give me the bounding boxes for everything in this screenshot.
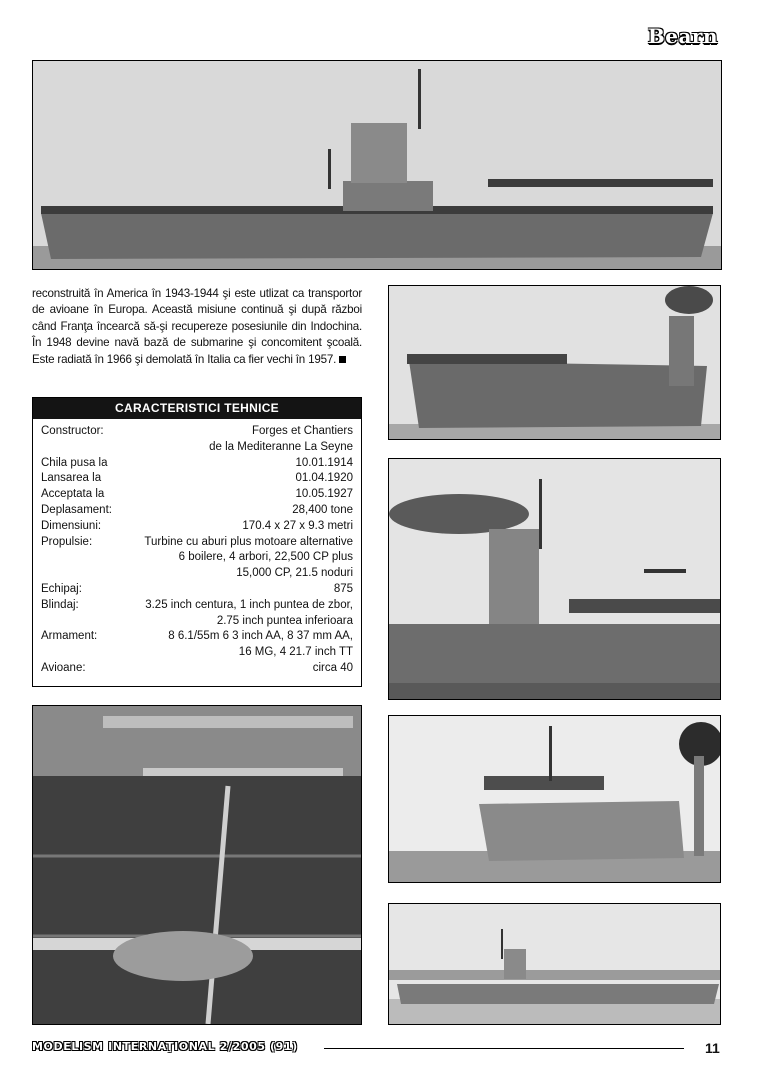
spec-value: Forges et Chantiers de la Mediteranne La… xyxy=(209,425,353,453)
spec-row: Blindaj: 3.25 inch centura, 1 inch puntea… xyxy=(41,598,353,630)
spec-value: 875 xyxy=(333,582,353,595)
spec-row: Echipaj: 875 xyxy=(41,582,353,598)
spec-label: Echipaj: xyxy=(41,582,82,595)
footer-rule xyxy=(324,1048,684,1049)
spec-row: Chila pusa la 10.01.1914 xyxy=(41,456,353,472)
spec-row: Dimensiuni: 170.4 x 27 x 9.3 metri xyxy=(41,519,353,535)
spec-row: Deplasament: 28,400 tone xyxy=(41,503,353,519)
spec-value: 10.05.1927 xyxy=(295,488,353,501)
spec-value: 170.4 x 27 x 9.3 metri xyxy=(242,519,353,532)
photo-carrier-distant-view xyxy=(388,903,721,1025)
intro-paragraph: reconstruită în America în 1943-1944 şi … xyxy=(32,287,362,366)
spec-value: 01.04.1920 xyxy=(295,472,353,485)
spec-row: Acceptata la 10.05.1927 xyxy=(41,487,353,503)
specs-title: CARACTERISTICI TEHNICE xyxy=(33,398,361,419)
photo-carrier-island-with-biplane xyxy=(388,458,721,700)
spec-label: Lansarea la xyxy=(41,472,102,485)
spec-label: Blindaj: xyxy=(41,598,79,611)
spec-row: Avioane: circa 40 xyxy=(41,661,353,677)
spec-label: Constructor: xyxy=(41,425,104,437)
spec-row: Armament: 8 6.1/55m 6 3 inch AA, 8 37 mm … xyxy=(41,629,353,661)
photo-carrier-side-view xyxy=(32,60,722,270)
specs-body: Constructor: Forges et Chantiers de la Me… xyxy=(33,419,361,677)
spec-label: Acceptata la xyxy=(41,488,105,501)
spec-value: 10.01.1914 xyxy=(295,456,353,469)
spec-value: 28,400 tone xyxy=(292,503,353,516)
photo-flight-deck-aircraft xyxy=(32,705,362,1025)
spec-label: Avioane: xyxy=(41,661,86,674)
spec-value: 3.25 inch centura, 1 inch puntea de zbor… xyxy=(145,598,353,627)
photo-carrier-bow-smoke xyxy=(388,715,721,883)
spec-value: Turbine cu aburi plus motoare alternativ… xyxy=(144,535,353,580)
spec-row: Constructor: Forges et Chantiers de la Me… xyxy=(41,424,353,456)
brand-title: Bearn xyxy=(647,24,718,48)
footer-publication: MODELISM INTERNAŢIONAL 2/2005 (91) xyxy=(32,1040,298,1053)
spec-value: circa 40 xyxy=(312,661,353,674)
photo-carrier-starboard xyxy=(388,285,721,440)
technical-specs-table: CARACTERISTICI TEHNICE Constructor: Forge… xyxy=(32,397,362,687)
spec-label: Armament: xyxy=(41,630,98,643)
spec-label: Chila pusa la xyxy=(41,456,108,469)
spec-value: 8 6.1/55m 6 3 inch AA, 8 37 mm AA, 16 MG… xyxy=(168,630,353,659)
spec-label: Deplasament: xyxy=(41,503,112,516)
end-mark-icon xyxy=(339,356,347,364)
page-number: 11 xyxy=(705,1040,720,1056)
spec-label: Dimensiuni: xyxy=(41,519,102,532)
spec-label: Propulsie: xyxy=(41,535,93,548)
spec-row: Lansarea la 01.04.1920 xyxy=(41,471,353,487)
spec-row: Propulsie: Turbine cu aburi plus motoare … xyxy=(41,535,353,582)
